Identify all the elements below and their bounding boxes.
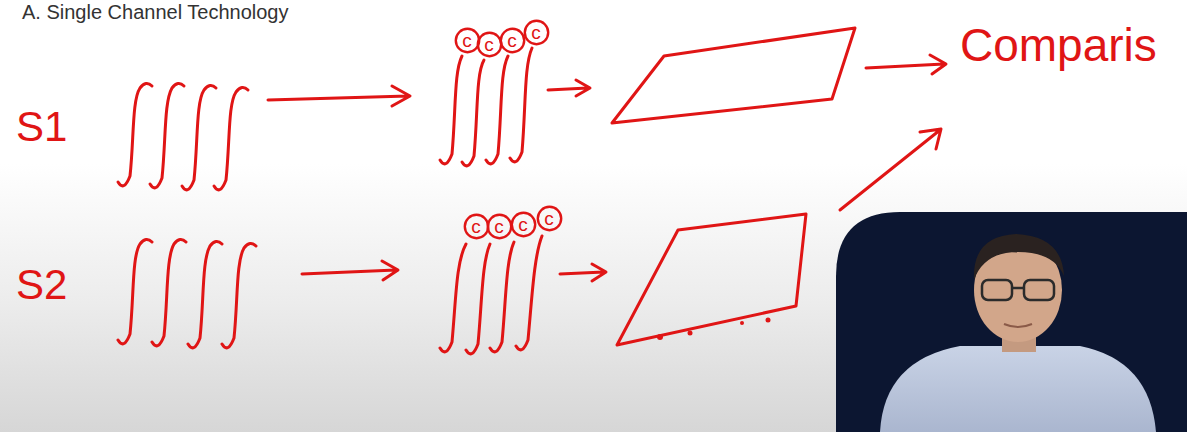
frame-box bbox=[617, 214, 806, 345]
signal-strokes bbox=[118, 83, 248, 189]
signal-strokes bbox=[118, 239, 256, 347]
node-text: c bbox=[499, 27, 526, 54]
frame-box bbox=[612, 28, 855, 123]
data-dots bbox=[657, 318, 771, 341]
signal-strokes bbox=[440, 48, 532, 166]
arrow bbox=[302, 261, 398, 280]
presenter-video bbox=[836, 212, 1187, 432]
handwritten-label: Comparis bbox=[960, 20, 1157, 71]
node-text: c bbox=[536, 205, 563, 232]
handwritten-label: S1 bbox=[16, 104, 67, 150]
arrow bbox=[560, 264, 606, 281]
node-text: c bbox=[510, 211, 537, 238]
circled-letter: c bbox=[523, 19, 550, 46]
arrow bbox=[840, 129, 941, 210]
signal-strokes bbox=[440, 236, 542, 354]
node-text: c bbox=[463, 213, 490, 240]
circled-letter: c bbox=[536, 205, 563, 232]
slide-title: A. Single Channel Technology bbox=[22, 1, 288, 23]
circled-letter: c bbox=[463, 213, 490, 240]
arrow bbox=[866, 55, 946, 74]
node-text: c bbox=[486, 213, 513, 240]
node-text: c bbox=[476, 31, 503, 58]
arrow bbox=[548, 80, 590, 96]
circled-letter: c bbox=[454, 27, 481, 54]
node-text: c bbox=[454, 27, 481, 54]
arrow bbox=[268, 86, 410, 106]
circled-letter: c bbox=[476, 31, 503, 58]
node-text: c bbox=[523, 19, 550, 46]
handwritten-label: S2 bbox=[16, 262, 67, 308]
circled-letter: c bbox=[486, 213, 513, 240]
circled-letter: c bbox=[510, 211, 537, 238]
circled-letter: c bbox=[499, 27, 526, 54]
